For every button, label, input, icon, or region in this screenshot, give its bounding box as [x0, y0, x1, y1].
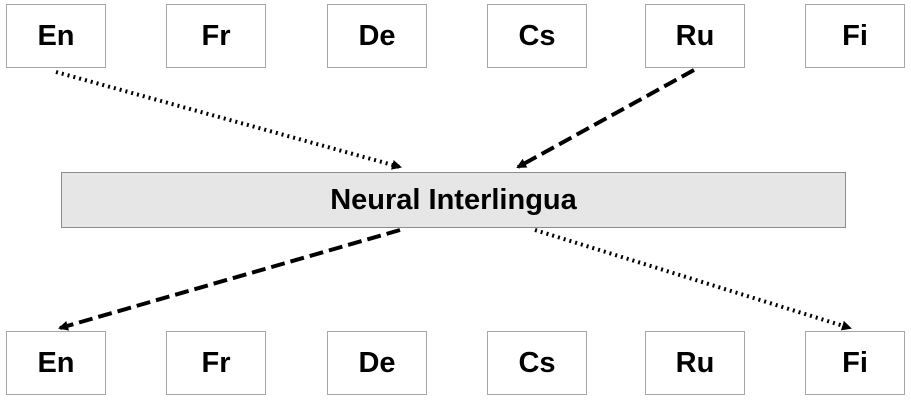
target-language-en: En [6, 331, 106, 395]
neural-interlingua-box: Neural Interlingua [61, 172, 846, 228]
target-language-cs: Cs [487, 331, 587, 395]
target-language-fi: Fi [805, 331, 905, 395]
arrow-interlingua-to-fi [534, 228, 852, 331]
source-language-fi: Fi [805, 4, 905, 68]
target-language-fr: Fr [166, 331, 266, 395]
target-language-de: De [327, 331, 427, 395]
arrow-en-to-interlingua [55, 70, 402, 170]
arrow-interlingua-to-en [58, 228, 401, 331]
target-language-ru: Ru [645, 331, 745, 395]
source-language-en: En [6, 4, 106, 68]
source-language-fr: Fr [166, 4, 266, 68]
source-language-de: De [327, 4, 427, 68]
arrow-ru-to-interlingua [516, 68, 695, 169]
source-language-cs: Cs [487, 4, 587, 68]
source-language-ru: Ru [645, 4, 745, 68]
